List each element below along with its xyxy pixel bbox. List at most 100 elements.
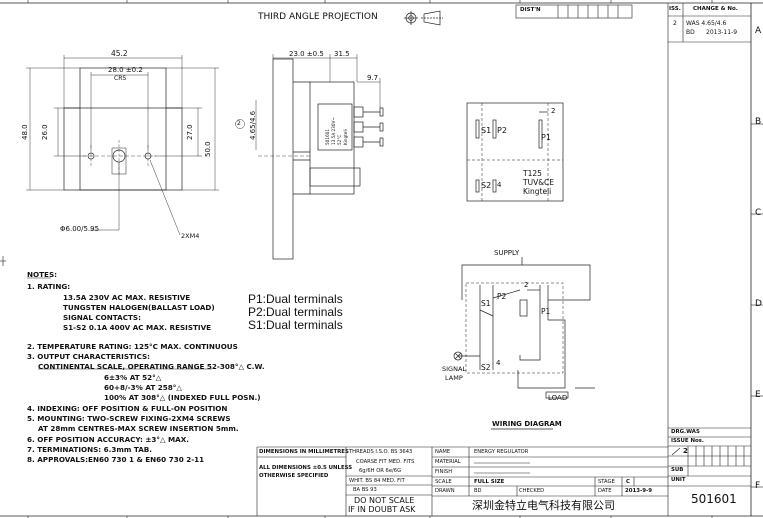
rev-marker: 2 — [237, 120, 241, 127]
tb-issue-nos: ISSUE Nos. — [671, 438, 704, 444]
cert-line-1: T125 — [523, 169, 542, 178]
dim-50: 50.0 — [204, 141, 212, 157]
tb-dont-scale-2: IF IN DOUBT ASK — [348, 505, 416, 514]
side-label-2: 13.5A 230V~ — [331, 117, 336, 145]
note-line-8: CONTINENTAL SCALE, OPERATING RANGE 52-30… — [38, 362, 265, 371]
note-line-17: 8. APPROVALS:EN60 730 1 & EN60 730 2-11 — [27, 455, 205, 464]
tb-finish-label: FINISH — [435, 469, 453, 475]
rev-number: 2 — [673, 20, 677, 27]
note-line-13: 5. MOUNTING: TWO-SCREW FIXING-2XM4 SCREW… — [27, 414, 231, 423]
rear-s2: S2 — [481, 181, 492, 190]
notes-heading: NOTES: — [27, 270, 57, 279]
tb-issue-value: 2 — [683, 447, 688, 455]
rev-text: WAS 4.65/4.6 — [686, 20, 727, 27]
zone-e: E — [755, 390, 761, 400]
tb-threads-3: 6g/6H OR 6e/6G — [359, 468, 402, 474]
wiring-p1: P1 — [541, 307, 551, 316]
tb-drg-was: DRG.WAS — [671, 429, 700, 435]
tb-drawn-label: DRAWN — [435, 488, 455, 494]
note-line-10: 60+8/-3% AT 258°△ — [104, 383, 182, 392]
change-no-label: CHANGE & No. — [693, 6, 738, 12]
dim-width: 45.2 — [111, 49, 128, 58]
note-line-11: 100% AT 308°△ (INDEXED FULL POSN.) — [104, 393, 261, 402]
rev-date: 2013-11-9 — [706, 29, 738, 36]
wiring-diagram — [453, 257, 595, 430]
tb-name-value: ENERGY REGULATOR — [474, 449, 529, 455]
tb-stage-value: C — [626, 479, 630, 485]
note-line-4: SIGNAL CONTACTS: — [63, 313, 141, 322]
dim-crs: CRS — [114, 75, 127, 82]
signal-lamp-line-1: SIGNAL — [442, 365, 467, 373]
side-label-1: 501601 — [325, 129, 330, 145]
rear-num-4: 4 — [497, 181, 502, 189]
wiring-s2: S2 — [481, 363, 491, 372]
tb-drawn-value: BD — [474, 488, 482, 494]
cert-line-2: TUV&CE — [523, 178, 555, 187]
tb-dont-scale-1: DO NOT SCALE — [354, 496, 415, 505]
rear-p1: P1 — [541, 133, 551, 142]
note-line-14: AT 28mm CENTRES-MAX SCREW INSERTION 5mm. — [38, 424, 239, 433]
wiring-num-2: 2 — [524, 281, 529, 289]
wiring-num-4: 4 — [496, 359, 501, 367]
legend-p1: P1:Dual terminals — [248, 292, 343, 306]
front-view-dims — [26, 55, 219, 236]
dim-48: 48.0 — [21, 124, 29, 140]
zone-b: B — [755, 117, 762, 127]
rear-p2: P2 — [497, 126, 507, 135]
tb-all-dims: ALL DIMENSIONS ±0.5 UNLESS — [259, 465, 353, 471]
front-view — [63, 67, 183, 191]
zone-f: F — [755, 481, 761, 491]
dim-4-65: 4.65/4.6 — [249, 110, 257, 140]
tb-date-value: 2013-9-9 — [625, 488, 652, 494]
rear-view — [466, 102, 564, 202]
dim-23: 23.0 ±0.5 — [289, 50, 324, 58]
tb-threads-1: THREADS I.S.O. BS 3643 — [349, 449, 413, 455]
tb-company: 深圳金特立电气科技有限公司 — [472, 499, 615, 512]
cert-line-3: Kingteli — [523, 187, 552, 196]
tb-ba: BA BS 93 — [353, 487, 377, 493]
dim-shaft-diameter: Φ6.00/5.95 — [60, 225, 100, 233]
tb-checked-label: CHECKED — [519, 488, 545, 494]
tb-scale-value: FULL SIZE — [474, 479, 505, 485]
rear-num-2: 2 — [551, 107, 556, 115]
side-view-dims — [235, 54, 381, 150]
note-line-2: 13.5A 230V AC MAX. RESISTIVE — [63, 293, 191, 302]
signal-lamp-line-2: LAMP — [445, 374, 463, 382]
tb-sub: SUB — [671, 467, 684, 473]
note-line-7: 3. OUTPUT CHARACTERISTICS: — [27, 352, 151, 361]
wiring-supply: SUPPLY — [494, 249, 520, 257]
tb-unit: UNIT — [671, 477, 686, 483]
note-line-3: TUNGSTEN HALOGEN(BALLAST LOAD) — [63, 303, 215, 312]
rev-by: BD — [686, 29, 695, 36]
tb-dims-mm: DIMENSIONS IN MILLIMETRES — [259, 449, 349, 455]
zone-d: D — [755, 299, 762, 309]
note-line-16: 7. TERMINATIONS: 6.3mm TAB. — [27, 445, 153, 454]
screws-callout: 2XM4 — [181, 232, 200, 240]
note-line-5: S1-S2 0.1A 400V AC MAX. RESISTIVE — [63, 323, 212, 332]
iss-label: ISS. — [669, 6, 681, 12]
tb-name-label: NAME — [435, 449, 451, 455]
tb-date-label: DATE — [598, 488, 612, 494]
side-view — [258, 58, 384, 260]
tb-threads-2: COARSE FIT MED. FITS — [356, 459, 415, 465]
dim-27: 27.0 — [186, 124, 194, 140]
dim-hole-centres: 28.0 ±0.2 — [108, 66, 143, 74]
tb-stage-label: STAGE — [598, 479, 615, 485]
wiring-p2: P2 — [497, 292, 507, 301]
legend-p2: P2:Dual terminals — [248, 305, 343, 319]
side-label-3: 52°C — [337, 134, 342, 145]
tb-material-label: MATERIAL — [435, 459, 461, 465]
wiring-s1: S1 — [481, 299, 491, 308]
dim-26: 26.0 — [41, 124, 49, 140]
zone-c: C — [755, 208, 762, 218]
note-line-9: 6±3% AT 52°△ — [104, 373, 162, 382]
rear-s1: S1 — [481, 126, 492, 135]
tb-drawing-number: 501601 — [691, 492, 737, 506]
zone-a: A — [755, 26, 762, 36]
wiring-title: WIRING DIAGRAM — [492, 420, 562, 428]
dim-31: 31.5 — [334, 50, 350, 58]
projection-symbol-icon — [404, 10, 443, 26]
tb-scale-label: SCALE — [435, 479, 452, 485]
legend-s1: S1:Dual terminals — [248, 318, 343, 332]
